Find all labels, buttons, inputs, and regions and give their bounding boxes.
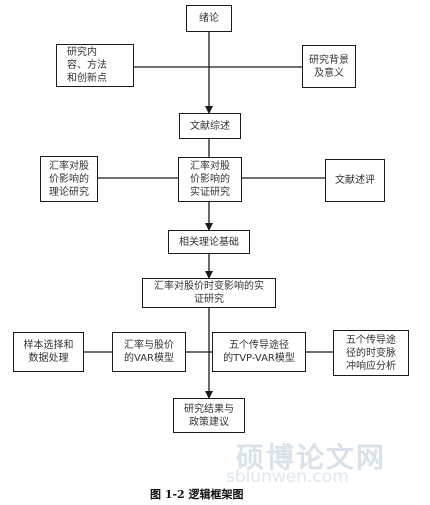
node-background: 研究背景 及意义 xyxy=(302,45,356,88)
watermark-logo: 硕博论文网 xyxy=(236,441,387,474)
node-theory: 相关理论基础 xyxy=(168,230,250,254)
node-sample-selection: 样本选择和 数据处理 xyxy=(13,332,84,372)
node-literature-empirical: 汇率对股 价影响的 实证研究 xyxy=(178,157,242,202)
node-empirical: 汇率对股价时变影响的实 证研究 xyxy=(142,278,276,308)
node-impulse-response: 五个传导途 径的时变脉 冲响应分析 xyxy=(333,330,409,376)
figure-caption: 图 1-2 逻辑框架图 xyxy=(150,488,244,501)
watermark-url: sblunwen.com xyxy=(226,467,349,487)
node-content-methods: 研究内 容、方法 和创新点 xyxy=(56,44,134,87)
node-intro: 绪论 xyxy=(186,5,232,32)
node-literature-review: 文献述评 xyxy=(325,159,385,202)
node-literature: 文献综述 xyxy=(179,113,241,139)
node-var-model: 汇率与股价 的VAR模型 xyxy=(112,332,186,372)
node-tvp-var-model: 五个传导途径 的TVP-VAR模型 xyxy=(212,332,306,372)
node-literature-theory: 汇率对股 价影响的 理论研究 xyxy=(40,156,98,202)
node-conclusion: 研究结果与 政策建议 xyxy=(173,398,245,433)
